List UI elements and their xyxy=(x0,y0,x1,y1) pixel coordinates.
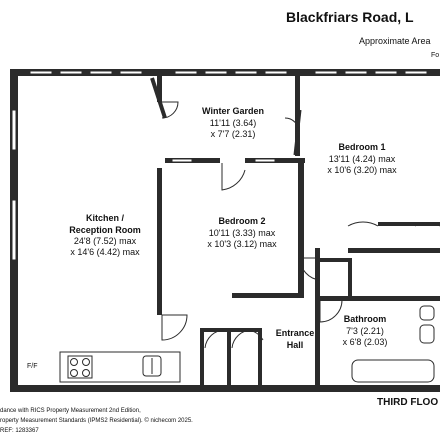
window xyxy=(254,158,276,163)
footer-disclaimer: dance with RICS Property Measurement 2nd… xyxy=(0,408,193,434)
bathroom-name: Bathroom xyxy=(344,314,387,324)
door-swing xyxy=(161,314,188,341)
wall-entrance-right xyxy=(315,248,320,385)
wall-bed2-right xyxy=(298,158,304,298)
window xyxy=(314,70,338,75)
wall-cupboard-a xyxy=(320,258,348,262)
winter-garden-dim-2: x 7'7 (2.31) xyxy=(211,129,256,139)
hob-ring xyxy=(82,358,90,366)
kitchen-fittings xyxy=(59,351,181,383)
window xyxy=(264,70,288,75)
bedroom1-name: Bedroom 1 xyxy=(338,142,385,152)
door-swing xyxy=(204,329,226,349)
bedroom2-dim-2: x 10'3 (3.12) max xyxy=(207,239,277,249)
window xyxy=(11,199,17,261)
wall-bed2-bottom xyxy=(232,293,304,298)
fridge-freezer-label: F/F xyxy=(27,363,38,370)
footer-line-2: roperty Measurement Standards (IPMS2 Res… xyxy=(0,417,193,424)
bath xyxy=(351,359,435,383)
footer-line-1: dance with RICS Property Measurement 2nd… xyxy=(0,408,141,414)
bedroom1-dim: 13'11 (4.24) max xyxy=(329,154,396,164)
winter-garden-frame xyxy=(150,77,302,156)
winter-garden-name: Winter Garden xyxy=(202,106,264,116)
wall-bottom xyxy=(10,385,440,392)
wall-bath-top xyxy=(320,296,440,301)
kitchen-name: Kitchen / xyxy=(86,213,125,223)
bathroom-dim-2: x 6'8 (2.03) xyxy=(343,337,388,347)
door-swing xyxy=(319,299,343,323)
wall-winter-right xyxy=(295,76,300,156)
window xyxy=(119,70,143,75)
hob-ring xyxy=(70,358,78,366)
worktop xyxy=(59,351,181,383)
door-swing xyxy=(161,101,179,119)
basin xyxy=(419,324,435,344)
hob-ring xyxy=(70,369,78,377)
wc xyxy=(419,305,435,321)
wall-hall-stub2 xyxy=(227,330,231,385)
windows xyxy=(11,70,428,261)
bathroom-fittings xyxy=(351,305,435,383)
footer-line-3: REF: 1283367 xyxy=(0,428,39,434)
window xyxy=(89,70,113,75)
approximate-area: Approximate Area xyxy=(359,36,431,46)
room-winter-garden: Winter Garden 11'11 (3.64) x 7'7 (2.31) xyxy=(202,106,264,139)
wall-kitchen-right xyxy=(157,76,162,102)
entrance-name: Entrance xyxy=(276,328,315,338)
hob xyxy=(67,355,93,379)
wall-kitchen-right-lower xyxy=(157,168,162,315)
door-swing xyxy=(414,222,440,227)
wall-hall-stub1 xyxy=(200,330,204,385)
kitchen-dim: 24'8 (7.52) max xyxy=(74,236,137,246)
wall-bed1-bottom xyxy=(348,248,440,253)
wall-cupboard-b xyxy=(348,258,352,296)
window xyxy=(29,70,53,75)
doors xyxy=(161,101,440,349)
window xyxy=(59,70,83,75)
entrance-name-2: Hall xyxy=(287,340,304,350)
door-swing xyxy=(221,163,246,191)
area-subtext: Fo xyxy=(431,52,439,59)
kitchen-name-2: Reception Room xyxy=(69,225,141,235)
door-swing xyxy=(242,329,264,341)
room-entrance-hall: Entrance Hall xyxy=(276,328,315,350)
window xyxy=(374,70,398,75)
room-bathroom: Bathroom 7'3 (2.21) x 6'8 (2.03) xyxy=(343,314,388,347)
bedroom2-name: Bedroom 2 xyxy=(218,216,265,226)
bathroom-dim: 7'3 (2.21) xyxy=(346,326,384,336)
window xyxy=(204,70,228,75)
door-swing xyxy=(347,221,379,227)
window xyxy=(404,70,428,75)
bedroom1-dim-2: x 10'6 (3.20) max xyxy=(327,165,397,175)
room-bedroom-1: Bedroom 1 13'11 (4.24) max x 10'6 (3.20)… xyxy=(327,142,397,175)
hob-ring xyxy=(82,369,90,377)
door-swing xyxy=(284,117,300,133)
bedroom2-dim: 10'11 (3.33) max xyxy=(209,228,276,238)
sink xyxy=(142,355,162,377)
winter-garden-dim: 11'11 (3.64) xyxy=(210,118,256,128)
wall-cupboard-c xyxy=(378,222,440,226)
wall-hall-top xyxy=(200,328,262,332)
kitchen-dim-2: x 14'6 (4.42) max xyxy=(70,247,140,257)
wall-hall-stub3 xyxy=(258,330,262,385)
room-kitchen: Kitchen / Reception Room 24'8 (7.52) max… xyxy=(69,213,141,257)
window xyxy=(234,70,258,75)
property-title: Blackfriars Road, L xyxy=(286,9,414,25)
window xyxy=(171,158,193,163)
floor-label: THIRD FLOO xyxy=(377,397,438,408)
window xyxy=(174,70,198,75)
window xyxy=(344,70,368,75)
door-swing xyxy=(231,329,253,349)
window xyxy=(11,109,17,151)
door-swing xyxy=(299,257,321,281)
room-bedroom-2: Bedroom 2 10'11 (3.33) max x 10'3 (3.12)… xyxy=(207,216,277,249)
